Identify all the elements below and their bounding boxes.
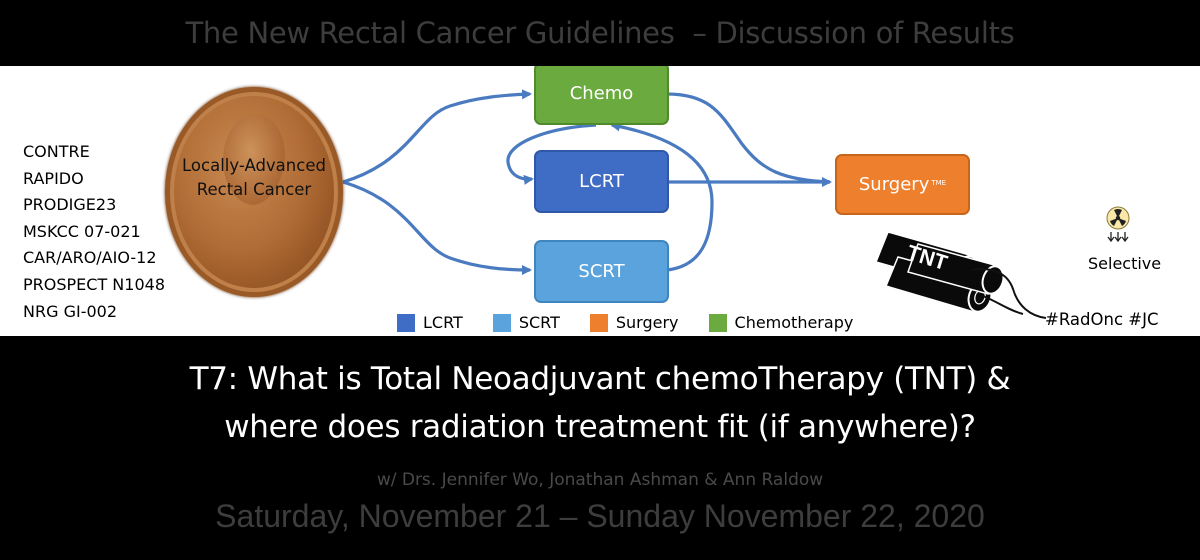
main-title-line2: where does radiation treatment fit (if a… xyxy=(224,409,976,445)
legend-label: LCRT xyxy=(423,313,463,332)
legend-label: Surgery xyxy=(615,313,679,332)
start-node-label: Locally-Advanced Rectal Cancer xyxy=(165,154,343,202)
surgery-superscript: TME xyxy=(931,178,947,187)
start-node-line2: Rectal Cancer xyxy=(196,180,312,199)
trial-item: CONTRE xyxy=(23,142,90,161)
hashtags: #RadOnc #JC xyxy=(1045,310,1159,329)
arrow-group xyxy=(342,89,832,275)
nobel-medal-image: Locally-Advanced Rectal Cancer xyxy=(165,87,343,297)
main-title-line1: T7: What is Total Neoadjuvant chemoThera… xyxy=(189,361,1011,397)
lcrt-node: LCRT xyxy=(534,150,669,213)
trial-item: MSKCC 07-021 xyxy=(23,221,141,241)
presenters: w/ Drs. Jennifer Wo, Jonathan Ashman & A… xyxy=(376,470,824,490)
legend-label: Chemotherapy xyxy=(734,313,854,332)
fuse xyxy=(982,295,1024,315)
medal-portrait xyxy=(223,115,285,205)
legend-swatch xyxy=(708,313,727,332)
legend-item-surgery: Surgery xyxy=(589,313,679,332)
arrow-scrt-to-chemo xyxy=(610,121,714,272)
selective-label: Selective xyxy=(1088,254,1162,273)
tnt-dynamite-icon: TNT xyxy=(874,231,1047,319)
chemo-node-label: Chemo xyxy=(569,83,634,104)
start-node-line1: Locally-Advanced xyxy=(182,156,326,175)
chemo-node: Chemo xyxy=(534,66,669,125)
fuse xyxy=(970,268,1047,319)
lcrt-node-label: LCRT xyxy=(579,171,624,192)
trial-item: PROSPECT N1048 xyxy=(23,274,165,294)
trial-item: CAR/ARO/AIO-12 xyxy=(23,248,157,268)
legend-swatch xyxy=(397,313,415,332)
legend-swatch xyxy=(589,313,608,332)
legend-item-scrt: SCRT xyxy=(492,313,560,332)
arrow-chemo-to-surgery xyxy=(666,92,831,184)
surgery-node-label: Surgery xyxy=(858,174,930,195)
trial-item: RAPIDO xyxy=(23,168,84,188)
scrt-node: SCRT xyxy=(534,240,669,303)
legend-label: SCRT xyxy=(518,313,560,332)
arrow-chemo-to-lcrt xyxy=(506,123,597,185)
scrt-node-label: SCRT xyxy=(578,261,625,282)
header-bar: The New Rectal Cancer Guidelines – Discu… xyxy=(0,0,1200,66)
trial-item: PRODIGE23 xyxy=(23,195,117,215)
arrow-start-to-scrt xyxy=(342,180,532,275)
header-title: The New Rectal Cancer Guidelines – Discu… xyxy=(185,16,1015,50)
diagram-panel: CONTRE RAPIDO PRODIGE23 MSKCC 07-021 CAR… xyxy=(0,66,1200,336)
trial-item: NRG GI-002 xyxy=(23,301,117,321)
main-title: T7: What is Total Neoadjuvant chemoThera… xyxy=(0,355,1200,451)
legend-item-chemotherapy: Chemotherapy xyxy=(708,313,854,332)
trial-list: CONTRE RAPIDO PRODIGE23 MSKCC 07-021 CAR… xyxy=(23,139,165,325)
legend-item-lcrt: LCRT xyxy=(397,313,463,332)
radiation-icon xyxy=(1106,206,1130,243)
legend-swatch xyxy=(492,313,511,332)
flow-arrows xyxy=(342,89,832,275)
legend: LCRT SCRT Surgery Chemotherapy xyxy=(397,313,883,332)
event-dates: Saturday, November 21 – Sunday November … xyxy=(215,498,985,534)
arrow-start-to-chemo xyxy=(342,89,532,184)
